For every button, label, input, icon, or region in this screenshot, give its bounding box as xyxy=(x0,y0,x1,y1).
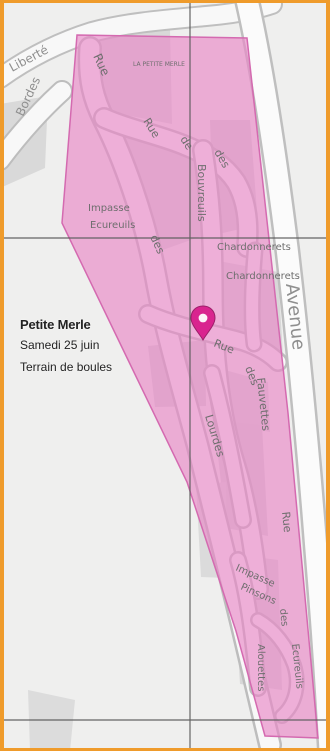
event-location: Terrain de boules xyxy=(20,360,113,374)
event-info-card: Petite Merle Samedi 25 juin Terrain de b… xyxy=(20,318,112,383)
event-date: Samedi 25 juin xyxy=(20,338,100,352)
street-label-chardonnerets-1: Chardonnerets xyxy=(217,242,291,253)
street-label-alouettes: Alouettes xyxy=(255,644,266,691)
street-label-ecureuils-bottom: Ecureuils xyxy=(289,643,305,689)
street-label-ecureuils: Ecureuils xyxy=(90,220,135,231)
street-label-fauvettes: Fauvettes xyxy=(254,377,273,432)
street-label-des-4: des xyxy=(277,608,290,627)
street-label-impasse-ecureuils: Impasse xyxy=(88,203,130,214)
street-label-bouvreuils: Bouvreuils xyxy=(195,164,208,222)
street-label-chardonnerets-2: Chardonnerets xyxy=(226,271,300,282)
event-title: Petite Merle xyxy=(20,317,91,332)
place-label: LA PETITE MERLE xyxy=(133,61,185,68)
map-pin-icon[interactable] xyxy=(190,305,216,342)
street-label-de: de xyxy=(177,134,195,153)
street-label-rue-4: Rue xyxy=(279,511,294,533)
